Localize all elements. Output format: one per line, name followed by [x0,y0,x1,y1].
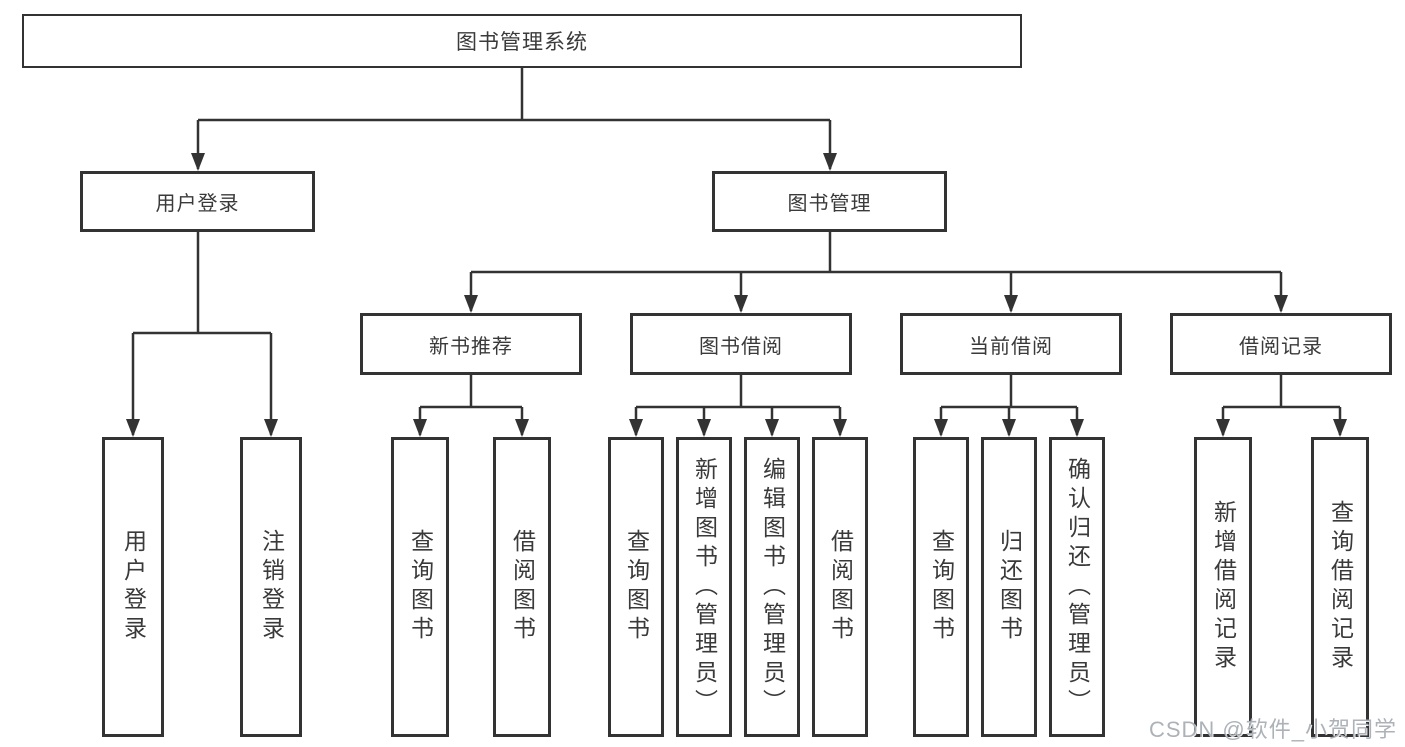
leaf-nb-query-books: 查询图书 [391,437,449,737]
leaf-logout: 注销登录 [240,437,302,737]
node-book-management: 图书管理 [712,171,947,232]
node-borrow-records: 借阅记录 [1170,313,1392,375]
node-book-borrow: 图书借阅 [630,313,852,375]
leaf-bb-edit-books-admin: 编辑图书（管理员） [744,437,800,737]
node-new-book-recommend: 新书推荐 [360,313,582,375]
leaf-br-add-record: 新增借阅记录 [1194,437,1252,737]
leaf-bb-add-books-admin: 新增图书（管理员） [676,437,732,737]
leaf-cb-confirm-return-admin: 确认归还（管理员） [1049,437,1105,737]
leaf-cb-return-books: 归还图书 [981,437,1037,737]
leaf-cb-query-books: 查询图书 [913,437,969,737]
leaf-bb-borrow-books: 借阅图书 [812,437,868,737]
node-current-borrow: 当前借阅 [900,313,1122,375]
node-user-login: 用户登录 [80,171,315,232]
leaf-br-query-record: 查询借阅记录 [1311,437,1369,737]
leaf-bb-query-books: 查询图书 [608,437,664,737]
node-root: 图书管理系统 [22,14,1022,68]
leaf-nb-borrow-books: 借阅图书 [493,437,551,737]
leaf-user-login: 用户登录 [102,437,164,737]
